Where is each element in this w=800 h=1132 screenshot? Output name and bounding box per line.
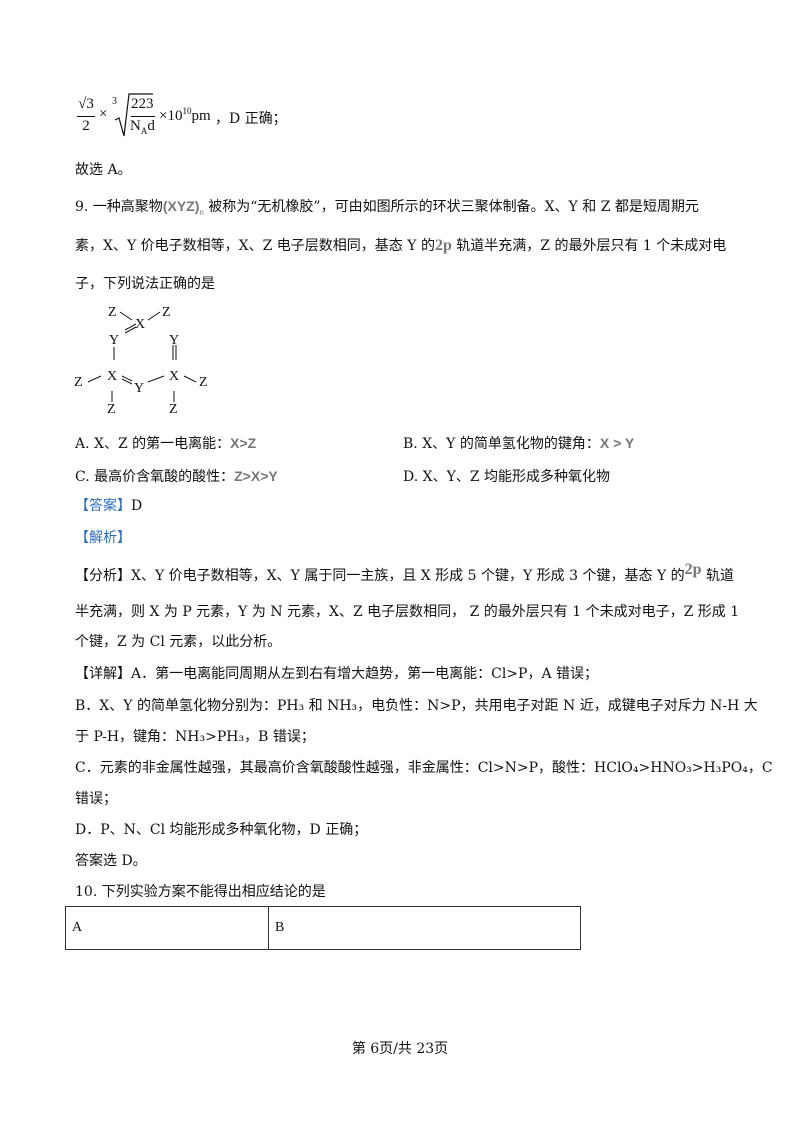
fraction-numerator: √3 (78, 96, 94, 112)
table-cell-a: A (65, 906, 269, 950)
q9-line-2b: 轨道半充满，Z 的最外层只有 1 个未成对电 (451, 238, 727, 254)
detail-line-5: 错误； (75, 791, 117, 807)
q9-intro: 9. 一种高聚物 (75, 199, 163, 215)
atom-label: X (169, 369, 179, 384)
option-b-text: B. X、Y 的简单氢化物的键角： (403, 436, 600, 452)
option-a-formula: X>Z (230, 435, 257, 451)
option-b-formula: X > Y (599, 435, 635, 451)
detail-line-7: 答案选 D。 (75, 853, 147, 869)
choose-a-line: 故选 A。 (75, 162, 132, 178)
root-denominator: NAd (130, 118, 155, 136)
answer-line: 【答案】D (75, 496, 142, 516)
option-b: B. X、Y 的简单氢化物的键角：X > Y (403, 433, 634, 453)
atom-label: X (107, 369, 117, 384)
root-numerator: 223 (131, 96, 154, 112)
fraction-bar (77, 116, 95, 117)
answer-value: D (131, 498, 143, 514)
analysis-label: 【解析】 (75, 530, 131, 546)
q9-line-1: 9. 一种高聚物(XYZ)n 被称为“无机橡胶”，可由如图所示的环状三聚体制备。… (75, 196, 699, 223)
fenxi-line-1: 【分析】X、Y 价电子数相等，X、Y 属于同一主族，且 X 形成 5 个键，Y … (75, 561, 734, 586)
poly-formula: (XYZ)n (162, 198, 204, 217)
root-den-d: d (147, 118, 155, 134)
root-den-sub: A (140, 126, 148, 136)
answer-label: 【答案】 (75, 498, 131, 514)
poly-formula-main: (XYZ) (162, 198, 200, 214)
option-c-text: C. 最高价含氧酸的酸性： (75, 469, 235, 485)
detail-line-1: 【详解】A．第一电离能同周期从左到右有增大趋势，第一电离能：Cl>P，A 错误； (75, 666, 599, 682)
fenxi-line-3: 个键，Z 为 Cl 元素，以此分析。 (75, 634, 282, 650)
formula-tail: ，D 正确； (215, 111, 287, 127)
q10-table: A B (65, 906, 581, 950)
power-term: ×1010pm (159, 106, 211, 125)
option-d: D. X、Y、Z 均能形成多种氧化物 (403, 469, 611, 485)
option-a-text: A. X、Z 的第一电离能： (75, 436, 231, 452)
option-c-formula: Z>X>Y (234, 468, 278, 484)
q9-line-3: 子，下列说法正确的是 (75, 276, 215, 292)
atom-label: Z (162, 305, 171, 320)
table-cell-b: B (268, 906, 581, 950)
root-fraction-bar (131, 116, 155, 117)
fenxi-1-text: 【分析】X、Y 价电子数相等，X、Y 属于同一主族，且 X 形成 5 个键，Y … (75, 568, 685, 584)
atom-label: Z (199, 375, 208, 390)
times-sign: × (99, 106, 108, 122)
option-c: C. 最高价含氧酸的酸性：Z>X>Y (75, 466, 278, 486)
atom-label: Z (74, 375, 83, 390)
poly-formula-sub: n (199, 207, 204, 217)
root-den-n: N (130, 118, 141, 134)
atom-label: X (135, 317, 145, 332)
q10-title: 10. 下列实验方案不能得出相应结论的是 (75, 884, 326, 900)
fraction-denominator: 2 (82, 118, 90, 134)
power-exponent: 10 (182, 106, 192, 116)
atom-label: Z (107, 402, 116, 417)
atom-label: Y (109, 333, 119, 348)
unit: pm (191, 108, 211, 124)
atom-label: Y (134, 381, 144, 396)
detail-line-3: 于 P-H，键角：NH₃>PH₃，B 错误； (75, 729, 315, 745)
option-a: A. X、Z 的第一电离能：X>Z (75, 433, 256, 453)
atom-label: Z (169, 402, 178, 417)
detail-line-4: C．元素的非金属性越强，其最高价含氧酸酸性越强，非金属性：Cl>N>P，酸性：H… (75, 760, 773, 776)
power-base: ×10 (159, 108, 183, 124)
detail-line-6: D．P、N、Cl 均能形成多种氧化物，D 正确； (75, 822, 368, 838)
cyclic-trimer-diagram: Z X Z Y Y Z X Y X Z Z Z (74, 305, 208, 417)
table-row: A B (65, 906, 581, 950)
q9-line-2a: 素，X、Y 价电子数相等，X、Z 电子层数相同，基态 Y 的 (75, 238, 435, 254)
atom-label: Y (169, 333, 179, 348)
atom-label: Z (108, 305, 117, 320)
cube-root-sign-icon (114, 93, 153, 137)
detail-line-2: B．X、Y 的简单氢化物分别为：PH₃ 和 NH₃，电负性：N>P，共用电子对距… (75, 698, 758, 714)
q9-line-1-rest: 被称为“无机橡胶”，可由如图所示的环状三聚体制备。X、Y 和 Z 都是短周期元 (203, 199, 699, 215)
root-index: 3 (112, 96, 117, 107)
fenxi-line-2: 半充满，则 X 为 P 元素，Y 为 N 元素，X、Z 电子层数相同， Z 的最… (75, 604, 740, 620)
fenxi-1-tail: 轨道 (701, 568, 734, 584)
orbital-2p: 2p (434, 237, 452, 254)
fenxi-orbital-2p: 2p (684, 561, 702, 578)
q9-line-2: 素，X、Y 价电子数相等，X、Z 电子层数相同，基态 Y 的2p 轨道半充满，Z… (75, 236, 726, 256)
page-footer: 第 6页/共 23页 (351, 1041, 449, 1057)
